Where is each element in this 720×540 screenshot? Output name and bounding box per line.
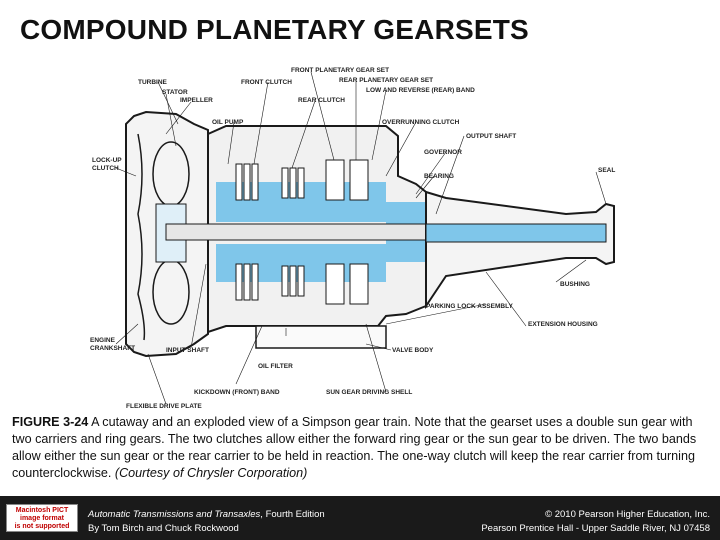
- rear-clutch-pack: [281, 167, 305, 297]
- slide-footer: Macintosh PICT image format is not suppo…: [0, 496, 720, 540]
- front-clutch-pack: [235, 163, 259, 301]
- label-low-reverse-band: LOW AND REVERSE (REAR) BAND: [366, 87, 475, 94]
- label-overrunning-clutch: OVERRUNNING CLUTCH: [382, 119, 460, 126]
- footer-copyright: © 2010 Pearson Higher Education, Inc.: [545, 509, 710, 520]
- footer-publisher: Pearson Prentice Hall - Upper Saddle Riv…: [481, 523, 710, 534]
- converter-impeller: [137, 133, 146, 341]
- label-engine: ENGINE: [90, 337, 116, 344]
- extension-housing: [425, 190, 615, 310]
- label-stator: STATOR: [162, 89, 188, 96]
- pict-placeholder-line1: Macintosh PICT: [15, 507, 69, 514]
- label-input-shaft: INPUT SHAFT: [166, 347, 209, 354]
- output-shaft: [425, 223, 607, 243]
- label-oil-filter: OIL FILTER: [258, 363, 293, 370]
- label-lock-up: LOCK-UP: [92, 157, 122, 164]
- label-clutch: CLUTCH: [92, 165, 119, 172]
- pict-placeholder-image: Macintosh PICT image format is not suppo…: [6, 504, 78, 532]
- leader-lines: [115, 71, 607, 405]
- planetary-gearsets: [325, 159, 369, 305]
- label-kickdown-band: KICKDOWN (FRONT) BAND: [194, 389, 280, 396]
- label-extension-housing: EXTENSION HOUSING: [528, 321, 598, 328]
- label-crankshaft: CRANKSHAFT: [90, 345, 135, 352]
- book-edition: , Fourth Edition: [260, 509, 325, 520]
- input-shaft: [165, 223, 427, 241]
- label-bearing: BEARING: [424, 173, 454, 180]
- label-rear-clutch: REAR CLUTCH: [298, 97, 345, 104]
- label-turbine: TURBINE: [138, 79, 168, 86]
- footer-publisher-info: © 2010 Pearson Higher Education, Inc. Pe…: [481, 508, 710, 536]
- label-rear-planetary-gear-set: REAR PLANETARY GEAR SET: [339, 77, 433, 84]
- transmission-cutaway-figure: FRONT PLANETARY GEAR SET TURBINE FRONT C…: [86, 64, 627, 412]
- pict-placeholder-line3: is not supported: [14, 523, 70, 530]
- figure-number: FIGURE 3-24: [12, 415, 89, 429]
- label-flexible-drive-plate: FLEXIBLE DRIVE PLATE: [126, 403, 202, 410]
- slide-title: COMPOUND PLANETARY GEARSETS: [20, 14, 529, 45]
- pict-placeholder-line2: image format: [20, 515, 64, 522]
- label-impeller: IMPELLER: [180, 97, 213, 104]
- label-output-shaft: OUTPUT SHAFT: [466, 133, 516, 140]
- label-front-clutch: FRONT CLUTCH: [241, 79, 292, 86]
- cutaway-diagram: FRONT PLANETARY GEAR SET TURBINE FRONT C…: [90, 67, 615, 410]
- footer-book-title-line: Automatic Transmissions and Transaxles, …: [88, 508, 325, 522]
- label-seal: SEAL: [598, 167, 615, 174]
- label-sun-gear-driving-shell: SUN GEAR DRIVING SHELL: [326, 389, 412, 396]
- caption-text: A cutaway and an exploded view of a Simp…: [12, 415, 697, 480]
- label-oil-pump: OIL PUMP: [212, 119, 244, 126]
- label-bushing: BUSHING: [560, 281, 590, 288]
- label-front-planetary-gear-set: FRONT PLANETARY GEAR SET: [291, 67, 389, 74]
- valve-body: [255, 325, 387, 349]
- caption-credit: (Courtesy of Chrysler Corporation): [114, 466, 308, 480]
- label-governor: GOVERNOR: [424, 149, 462, 156]
- book-title: Automatic Transmissions and Transaxles: [88, 509, 261, 520]
- label-valve-body: VALVE BODY: [392, 347, 434, 354]
- figure-caption: FIGURE 3-24 A cutaway and an exploded vi…: [12, 414, 712, 482]
- footer-authors: By Tom Birch and Chuck Rockwood: [88, 523, 239, 534]
- label-parking-lock-assembly: PARKING LOCK ASSEMBLY: [426, 303, 513, 310]
- footer-book-info: Automatic Transmissions and Transaxles, …: [88, 508, 325, 536]
